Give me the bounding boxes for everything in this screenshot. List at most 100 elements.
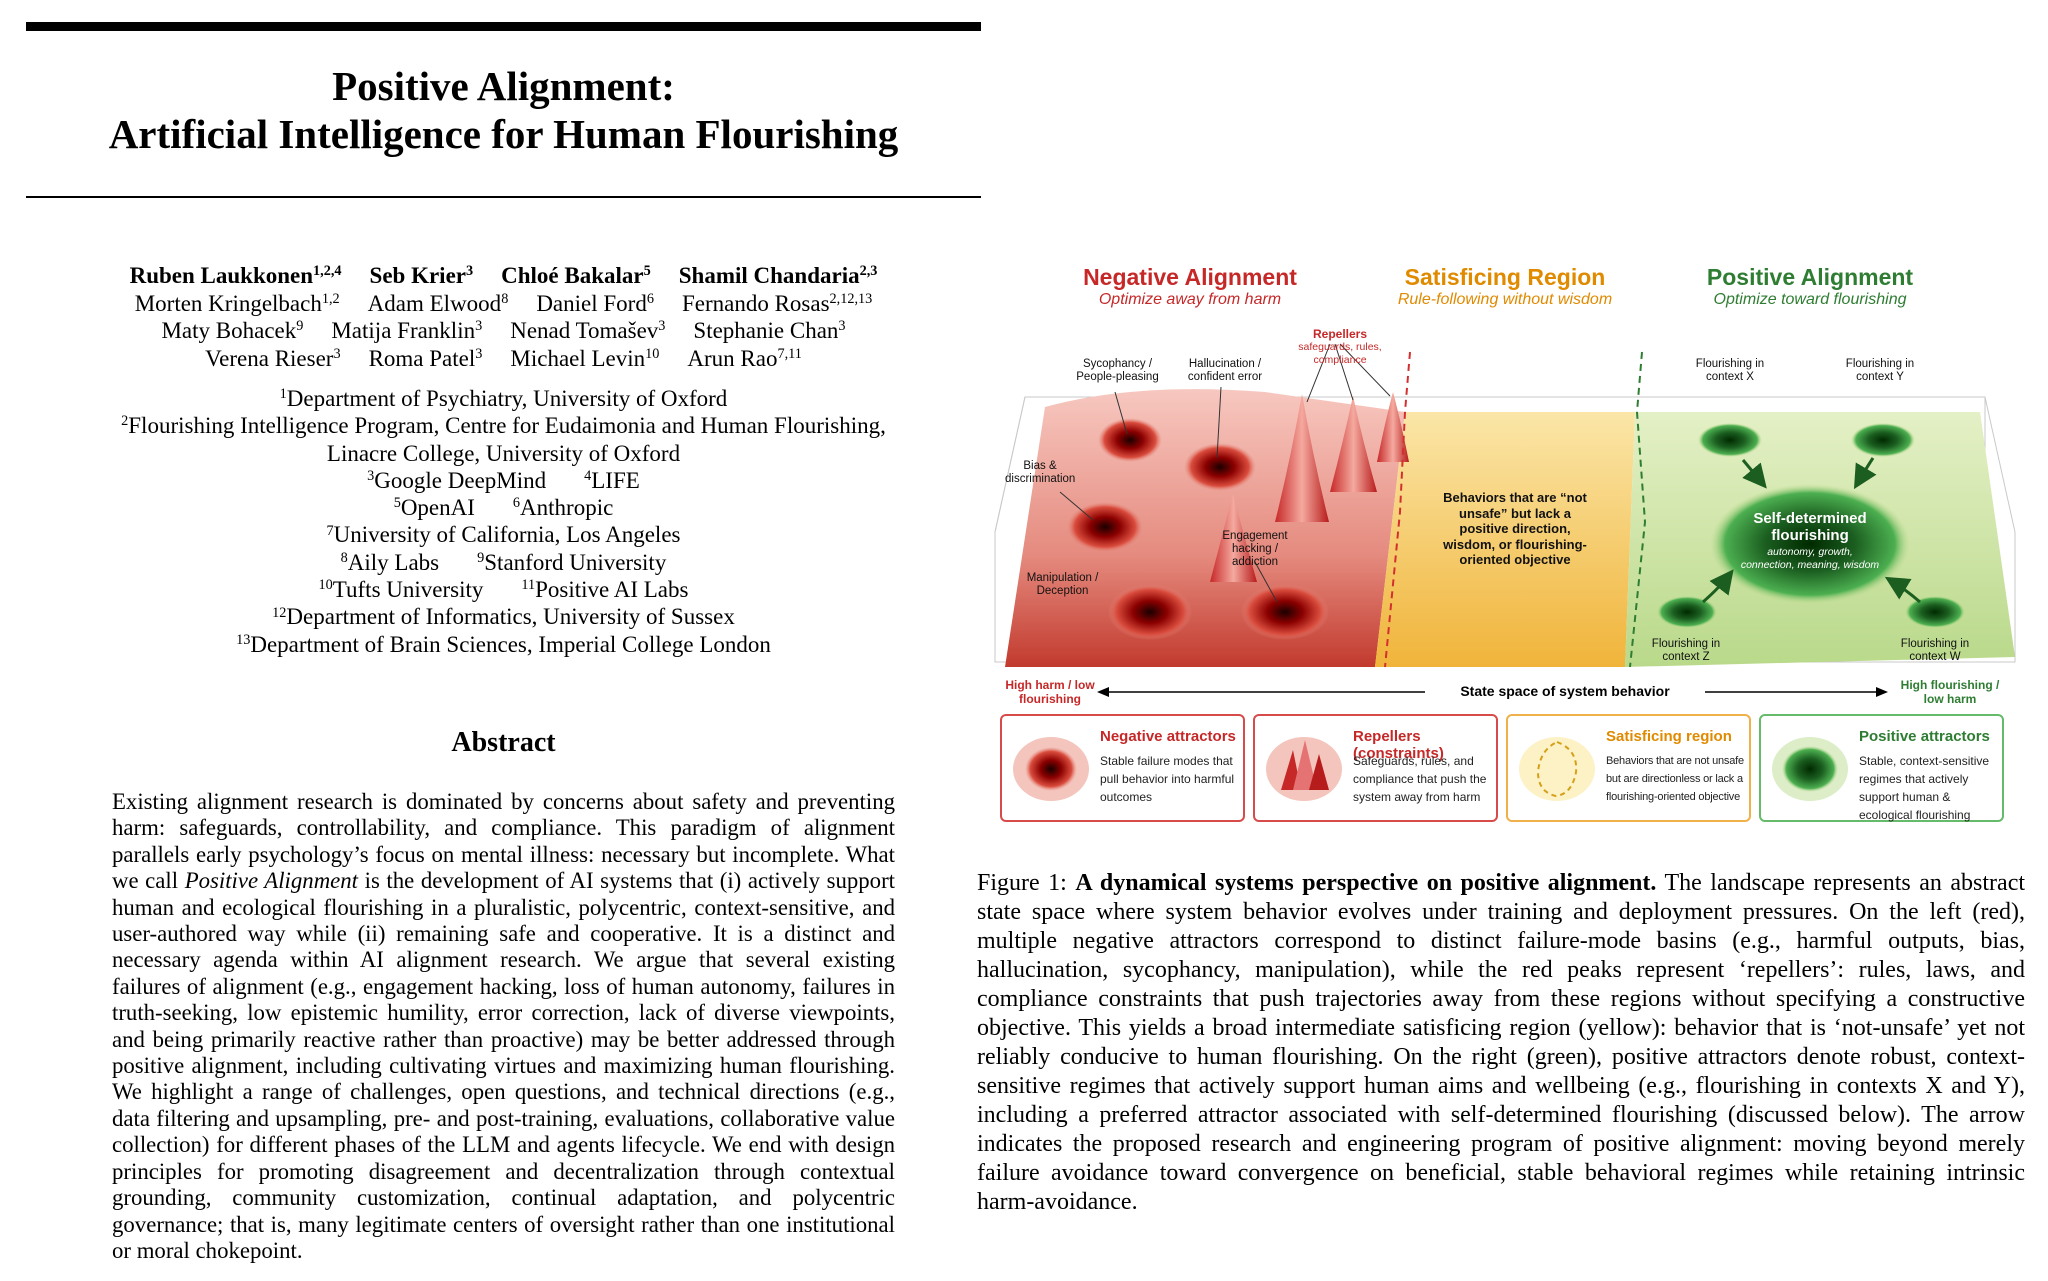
top-rule	[26, 22, 981, 31]
affiliation-row: 1Department of Psychiatry, University of…	[26, 385, 981, 412]
author-name: Nenad Tomašev3	[510, 318, 666, 343]
affiliation-row: 10Tufts University 11Positive AI Labs	[26, 576, 981, 603]
author-affiliation-marker: 9	[296, 318, 304, 335]
axis-right-label: High flourishing / low harm	[1900, 678, 2000, 706]
affiliation-number: 5	[393, 495, 401, 512]
legend-negative-desc: Stable failure modes that pull behavior …	[1100, 754, 1235, 804]
title-line-2: Artificial Intelligence for Human Flouri…	[108, 111, 899, 157]
author-name: Daniel Ford6	[536, 290, 654, 316]
affiliation: 7University of California, Los Angeles	[326, 522, 681, 548]
affiliation: 1Department of Psychiatry, University of…	[279, 386, 728, 411]
self-determined-title: Self-determined flourishing	[1753, 510, 1867, 544]
author-affiliation-marker: 2,3	[859, 263, 878, 280]
satisficing-title: Satisficing Region	[1404, 264, 1606, 290]
label-hallucination: Hallucination / confident error	[1187, 358, 1263, 383]
legend-satisficing-title: Satisficing region	[1606, 728, 1732, 745]
title-rule	[26, 196, 981, 198]
abstract-text-2: is the development of AI systems that (i…	[112, 868, 895, 1263]
author-affiliation-marker: 8	[501, 290, 509, 307]
affiliation-number: 4	[584, 468, 592, 485]
positive-subtitle: Optimize toward flourishing	[1713, 291, 1907, 308]
satisficing-region-icon	[1519, 737, 1595, 801]
author-name: Chloé Bakalar5	[501, 263, 651, 288]
affiliation-number: 2	[121, 413, 129, 430]
figure-caption: Figure 1: A dynamical systems perspectiv…	[977, 869, 2025, 1217]
landscape-illustration	[994, 343, 2016, 668]
negative-alignment-header: Negative Alignment Optimize away from ha…	[1025, 264, 1355, 309]
repeller-icon	[1266, 737, 1342, 801]
positive-alignment-header: Positive Alignment Optimize toward flour…	[1645, 264, 1975, 309]
label-sycophancy: Sycophancy / People-pleasing	[1076, 358, 1159, 383]
affiliation-number: 3	[367, 468, 375, 485]
affiliation: 2Flourishing Intelligence Program, Centr…	[121, 413, 886, 439]
legend-repellers: Repellers (constraints) Safeguards, rule…	[1253, 714, 1498, 822]
affiliation: 10Tufts University	[318, 577, 484, 603]
author-affiliation-marker: 3	[658, 318, 666, 335]
affiliation: 9Stanford University	[477, 549, 667, 575]
caption-bold: A dynamical systems perspective on posit…	[1075, 870, 1657, 896]
author-name: Roma Patel3	[368, 345, 483, 371]
author-affiliation-marker: 3	[475, 318, 483, 335]
affiliation-number: 6	[512, 495, 521, 512]
author-name: Maty Bohacek9	[161, 318, 304, 343]
author-affiliation-marker: 3	[475, 345, 483, 362]
affiliation-row: 13Department of Brain Sciences, Imperial…	[26, 631, 981, 658]
legend-positive-desc: Stable, context-sensitive regimes that a…	[1859, 754, 1990, 822]
affiliation: 13Department of Brain Sciences, Imperial…	[236, 631, 771, 657]
affiliation-number: 12	[272, 604, 287, 621]
affiliation-number: 10	[318, 577, 333, 594]
title-line-1: Positive Alignment:	[332, 63, 675, 109]
label-satisficing-behaviors: Behaviors that are “not unsafe” but lack…	[1443, 490, 1587, 567]
axis-left-label: High harm / low flourishing	[1005, 678, 1095, 706]
affiliation: 11Positive AI Labs	[521, 577, 689, 603]
author-affiliation-marker: 10	[645, 345, 660, 362]
label-repellers: Repellers safeguards, rules, compliance	[1285, 328, 1395, 367]
affiliation-row: 12Department of Informatics, University …	[26, 603, 981, 630]
label-engagement: Engagement hacking / addiction	[1222, 530, 1288, 568]
axis-center-label: State space of system behavior	[1460, 683, 1670, 699]
legend-positive-attractors: Positive attractors Stable, context-sens…	[1759, 714, 2004, 822]
legend-negative-title: Negative attractors	[1100, 728, 1236, 745]
affiliation: 8Aily Labs	[340, 549, 440, 575]
legend-repellers-title: Repellers (constraints)	[1353, 728, 1444, 762]
author-affiliation-marker: 5	[643, 263, 651, 280]
legend-satisficing: Satisficing region Behaviors that are no…	[1506, 714, 1751, 822]
author-affiliation-marker: 1,2,4	[313, 263, 342, 280]
author-affiliation-marker: 7,11	[777, 345, 802, 362]
caption-label: Figure 1:	[977, 870, 1076, 896]
label-bias: Bias & discrimination	[1005, 460, 1076, 485]
abstract-emphasis: Positive Alignment	[184, 868, 359, 894]
affiliation-number: 8	[340, 549, 348, 566]
affiliation: 3Google DeepMind	[367, 467, 547, 493]
author-name: Shamil Chandaria2,3	[678, 263, 878, 288]
self-determined-subtitle: autonomy, growth, connection, meaning, w…	[1740, 546, 1880, 571]
label-manipulation: Manipulation / Deception	[1026, 572, 1099, 597]
author-affiliation-marker: 3	[466, 263, 474, 280]
author-affiliation-marker: 1,2	[321, 290, 340, 307]
author-name: Michael Levin10	[510, 345, 660, 371]
author-affiliation-marker: 6	[646, 290, 654, 307]
label-context-w: Flourishing in context W	[1900, 638, 1970, 663]
abstract-body: Existing alignment research is dominated…	[112, 789, 895, 1264]
author-name: Arun Rao7,11	[687, 345, 802, 371]
affiliation: 12Department of Informatics, University …	[272, 604, 735, 630]
label-context-x: Flourishing in context X	[1695, 358, 1765, 383]
abstract-heading: Abstract	[451, 727, 556, 758]
satisficing-header: Satisficing Region Rule-following withou…	[1340, 264, 1670, 309]
axis-arrow	[1097, 687, 1888, 697]
author-name: Ruben Laukkonen1,2,4	[129, 263, 342, 288]
repellers-title: Repellers	[1312, 327, 1368, 341]
caption-text: The landscape represents an abstract sta…	[977, 870, 2026, 1215]
author-name: Stephanie Chan3	[693, 318, 846, 343]
positive-title: Positive Alignment	[1706, 264, 1914, 290]
figure-1: Negative Alignment Optimize away from ha…	[985, 262, 2023, 832]
negative-title: Negative Alignment	[1083, 264, 1297, 290]
affiliation-number: 11	[521, 577, 536, 594]
state-space-axis: High harm / low flourishing State space …	[985, 676, 2023, 712]
